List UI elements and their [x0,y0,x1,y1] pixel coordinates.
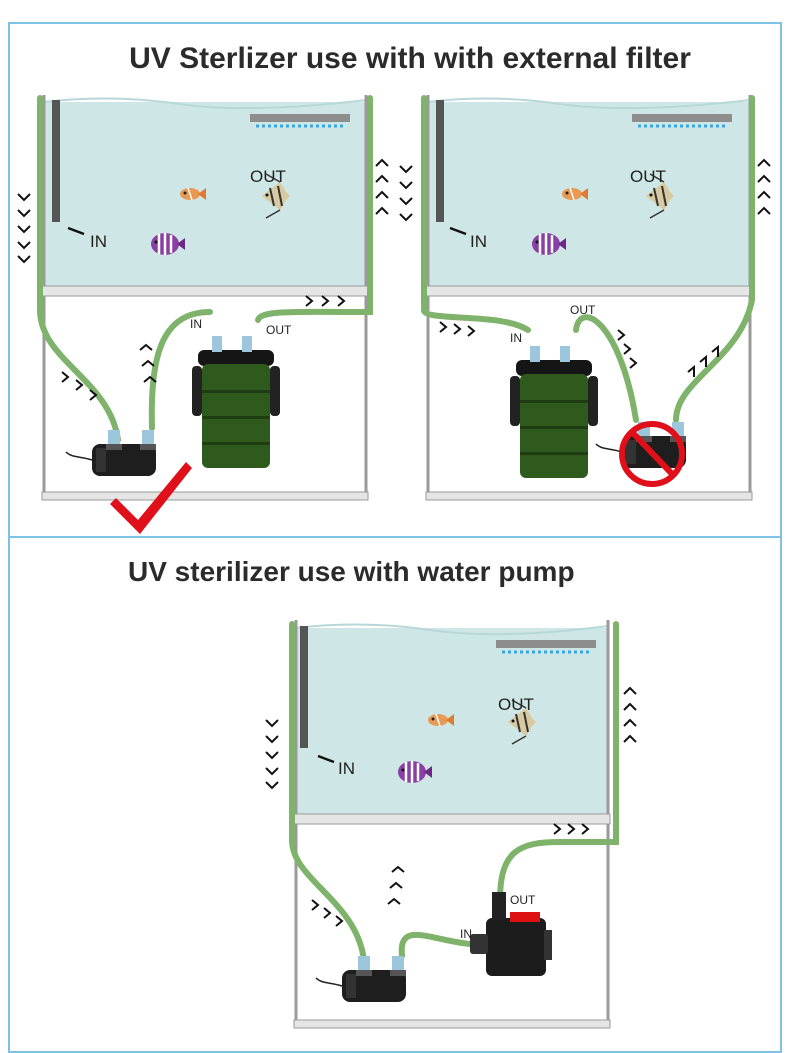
hose-left [37,95,373,443]
label-in: IN [510,331,522,345]
label-in: IN [90,232,107,251]
flow-arrows-icon [265,686,637,927]
label-in: IN [338,759,355,778]
uv-sterilizer [65,429,157,477]
flow-arrows-icon [399,158,771,377]
uv-sterilizer [315,955,407,1003]
tank-bottom [293,620,611,1029]
label-out: OUT [630,167,666,186]
label-out: OUT [510,893,536,907]
flow-arrows-icon [17,158,389,401]
prohibited-icon [619,421,685,487]
tank-right [425,95,753,501]
label-out: OUT [570,303,596,317]
label-out: OUT [266,323,292,337]
water-pump [470,892,552,976]
hose-bottom [289,621,619,963]
canister-filter [510,346,598,478]
label-out: OUT [498,695,534,714]
label-in: IN [470,232,487,251]
top-panel-title: UV Sterlizer use with with external filt… [129,42,691,75]
hose-right [421,95,755,423]
bottom-panel-title: UV sterilizer use with water pump [128,556,575,587]
label-out: OUT [250,167,286,186]
canister-filter [192,336,280,468]
label-in: IN [460,927,472,941]
label-in: IN [190,317,202,331]
check-icon [110,462,192,534]
